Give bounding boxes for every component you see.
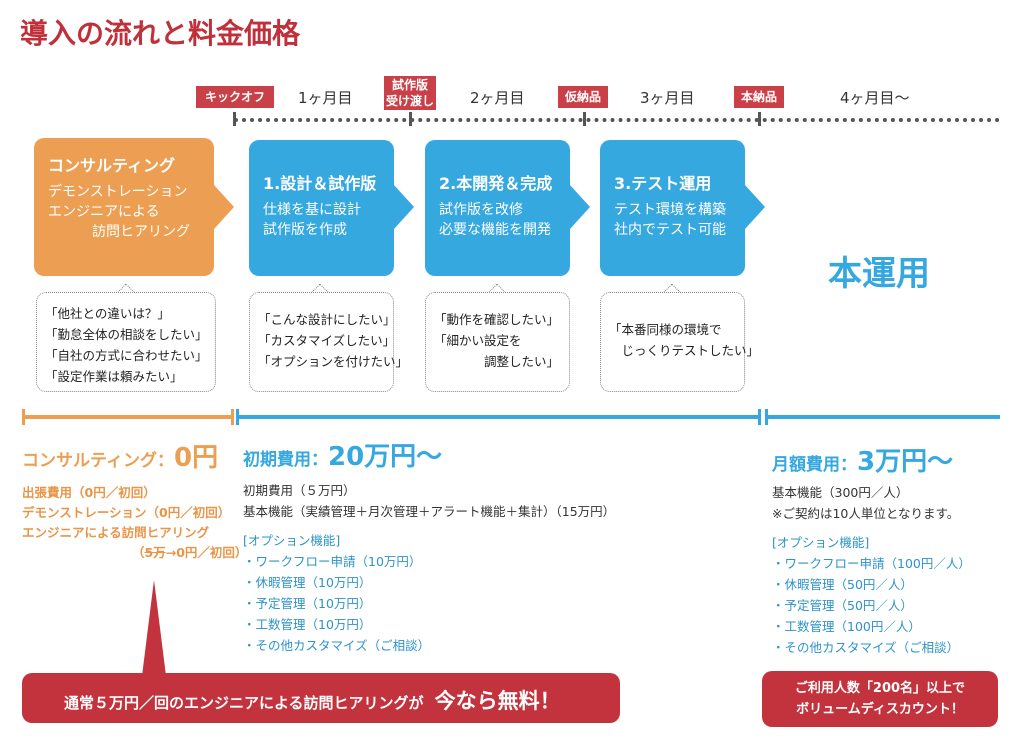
initial-price-label: 初期費用： <box>243 450 328 470</box>
option-item: ・予定管理（10万円） <box>243 596 372 611</box>
promo-emphasis: 今なら無料！ <box>434 689 561 713</box>
option-item: ・休暇管理（50円／人） <box>772 577 913 592</box>
phase1-bubble: 「こんな設計にしたい」 「カスタマイズしたい」 「オプションを付けたい」 <box>249 292 409 392</box>
tag-kickoff: キックオフ <box>196 86 274 108</box>
phase-line: 仕様を基に設計 <box>263 202 361 218</box>
initial-period-bar <box>236 415 760 419</box>
phase-head: 3.テスト運用 <box>614 174 712 193</box>
promo-text: 通常５万円／回のエンジニアによる訪問ヒアリングが <box>64 694 424 712</box>
option-item: ・工数管理（10万円） <box>243 617 372 632</box>
price-item: エンジニアによる訪問ヒアリング <box>22 525 210 540</box>
monthly-price-label: 月額費用： <box>772 455 857 475</box>
phase-head: 1.設計＆試作版 <box>263 174 377 193</box>
timeline-tick <box>758 112 761 126</box>
price-paren: （ <box>132 545 145 560</box>
consulting-card-line: 訪問ヒアリング <box>92 224 190 240</box>
callout-pointer <box>142 580 166 676</box>
initial-price-value: 20万円〜 <box>328 442 443 472</box>
arrow-icon <box>570 185 590 229</box>
tag-final-delivery: 本納品 <box>734 86 784 108</box>
month-1: 1ヶ月目 <box>298 89 353 107</box>
bubble-line: 「オプションを付けたい」 <box>258 354 409 369</box>
consulting-bubble: 「他社との違いは？」 「勤怠全体の相談をしたい」 「自社の方式に合わせたい」 「… <box>36 292 216 392</box>
month-2: 2ヶ月目 <box>470 89 525 107</box>
option-item: ・予定管理（50円／人） <box>772 598 913 613</box>
discount-line: ボリュームディスカウント！ <box>796 702 964 717</box>
bubble-line: 「カスタマイズしたい」 <box>258 333 396 348</box>
monthly-price-items: 基本機能（300円／人） ※ご契約は10人単位となります。 [オプション機能] … <box>772 482 971 658</box>
option-item: ・ワークフロー申請（10万円） <box>243 554 422 569</box>
phase-line: 試作版を作成 <box>263 222 347 238</box>
consulting-price-heading: コンサルティング：0円 <box>22 437 218 474</box>
consulting-price-value: 0円 <box>173 443 219 473</box>
option-item: ・工数管理（100円／人） <box>772 619 921 634</box>
option-item: ・その他カスタマイズ（ご相談） <box>243 638 431 653</box>
consulting-card: コンサルティング デモンストレーション エンジニアによる 訪問ヒアリング <box>34 138 214 276</box>
month-3: 3ヶ月目 <box>640 89 695 107</box>
bubble-line: 「こんな設計にしたい」 <box>258 312 396 327</box>
option-item: ・その他カスタマイズ（ご相談） <box>772 640 960 655</box>
bubble-line: じっくりテストしたい」 <box>609 343 760 358</box>
phase2-bubble: 「動作を確認したい」 「細かい設定を 調整したい」 <box>425 292 570 392</box>
option-heading: [オプション機能] <box>243 533 341 548</box>
phase-line: テスト環境を構築 <box>614 202 726 218</box>
bar-cap <box>231 409 234 425</box>
monthly-period-bar <box>765 415 1000 419</box>
timeline-tick <box>409 112 412 126</box>
phase-line: 試作版を改修 <box>439 202 523 218</box>
phase-line: 社内でテスト可能 <box>614 222 726 238</box>
arrow-icon <box>745 185 765 229</box>
initial-price-heading: 初期費用：20万円〜 <box>243 436 442 473</box>
bubble-line: 「他社との違いは？」 <box>45 306 170 321</box>
bubble-line: 「設定作業は頼みたい」 <box>45 369 183 384</box>
page-title: 導入の流れと料金価格 <box>20 17 301 50</box>
bubble-line: 「動作を確認したい」 <box>434 312 560 327</box>
phase-card-3: 3.テスト運用 テスト環境を構築 社内でテスト可能 <box>600 140 745 276</box>
volume-discount-banner: ご利用人数「200名」以上で ボリュームディスカウント！ <box>762 671 998 727</box>
tag-prototype-delivery: 試作版 受け渡し <box>384 76 436 110</box>
tag-provisional-delivery: 仮納品 <box>558 86 608 108</box>
option-item: ・休暇管理（10万円） <box>243 575 372 590</box>
price-item: 初期費用（５万円） <box>243 483 356 498</box>
consulting-period-bar <box>22 415 234 419</box>
initial-price-items: 初期費用（５万円） 基本機能（実績管理＋月次管理＋アラート機能＋集計）（15万円… <box>243 480 615 656</box>
consulting-price-label: コンサルティング： <box>22 451 174 471</box>
bubble-line: 「勤怠全体の相談をしたい」 <box>45 327 208 342</box>
bar-cap <box>758 409 761 425</box>
struck-price: 5万 <box>144 545 166 560</box>
price-item: ※ご契約は10人単位となります。 <box>772 506 960 521</box>
phase3-bubble: 「本番同様の環境で じっくりテストしたい」 <box>600 292 760 392</box>
consulting-card-head: コンサルティング <box>48 156 176 175</box>
price-item: （5万→0円／初回） <box>22 543 247 563</box>
consulting-card-line: デモンストレーション <box>48 184 188 200</box>
option-heading: [オプション機能] <box>772 535 870 550</box>
promo-banner: 通常５万円／回のエンジニアによる訪問ヒアリングが 今なら無料！ <box>22 673 620 723</box>
bubble-line: 「細かい設定を <box>434 333 522 348</box>
option-item: ・ワークフロー申請（100円／人） <box>772 556 971 571</box>
arrow-icon <box>394 185 414 229</box>
timeline-tick <box>233 112 236 126</box>
timeline-line <box>234 118 1000 122</box>
price-item: 基本機能（300円／人） <box>772 485 909 500</box>
new-price: →0円／初回） <box>165 545 248 560</box>
production-label: 本運用 <box>828 254 930 294</box>
discount-line: ご利用人数「200名」以上で <box>794 681 966 696</box>
timeline-tick <box>583 112 586 126</box>
phase-head: 2.本開発＆完成 <box>439 174 553 193</box>
phase-line: 必要な機能を開発 <box>439 222 551 238</box>
bubble-line: 「本番同様の環境で <box>609 322 722 337</box>
price-item: 出張費用（0円／初回） <box>22 485 156 500</box>
arrow-icon <box>214 185 234 229</box>
price-item: 基本機能（実績管理＋月次管理＋アラート機能＋集計）（15万円） <box>243 504 616 519</box>
month-4: 4ヶ月目〜 <box>840 89 910 107</box>
monthly-price-heading: 月額費用：3万円〜 <box>772 441 953 478</box>
bubble-line: 「自社の方式に合わせたい」 <box>45 348 208 363</box>
price-item: デモンストレーション（0円／初回） <box>22 505 231 520</box>
consulting-card-line: エンジニアによる <box>48 204 160 220</box>
monthly-price-value: 3万円〜 <box>857 447 954 477</box>
bubble-line: 調整したい」 <box>434 354 560 369</box>
phase-card-1: 1.設計＆試作版 仕様を基に設計 試作版を作成 <box>249 140 394 276</box>
consulting-price-items: 出張費用（0円／初回） デモンストレーション（0円／初回） エンジニアによる訪問… <box>22 483 247 563</box>
phase-card-2: 2.本開発＆完成 試作版を改修 必要な機能を開発 <box>425 140 570 276</box>
